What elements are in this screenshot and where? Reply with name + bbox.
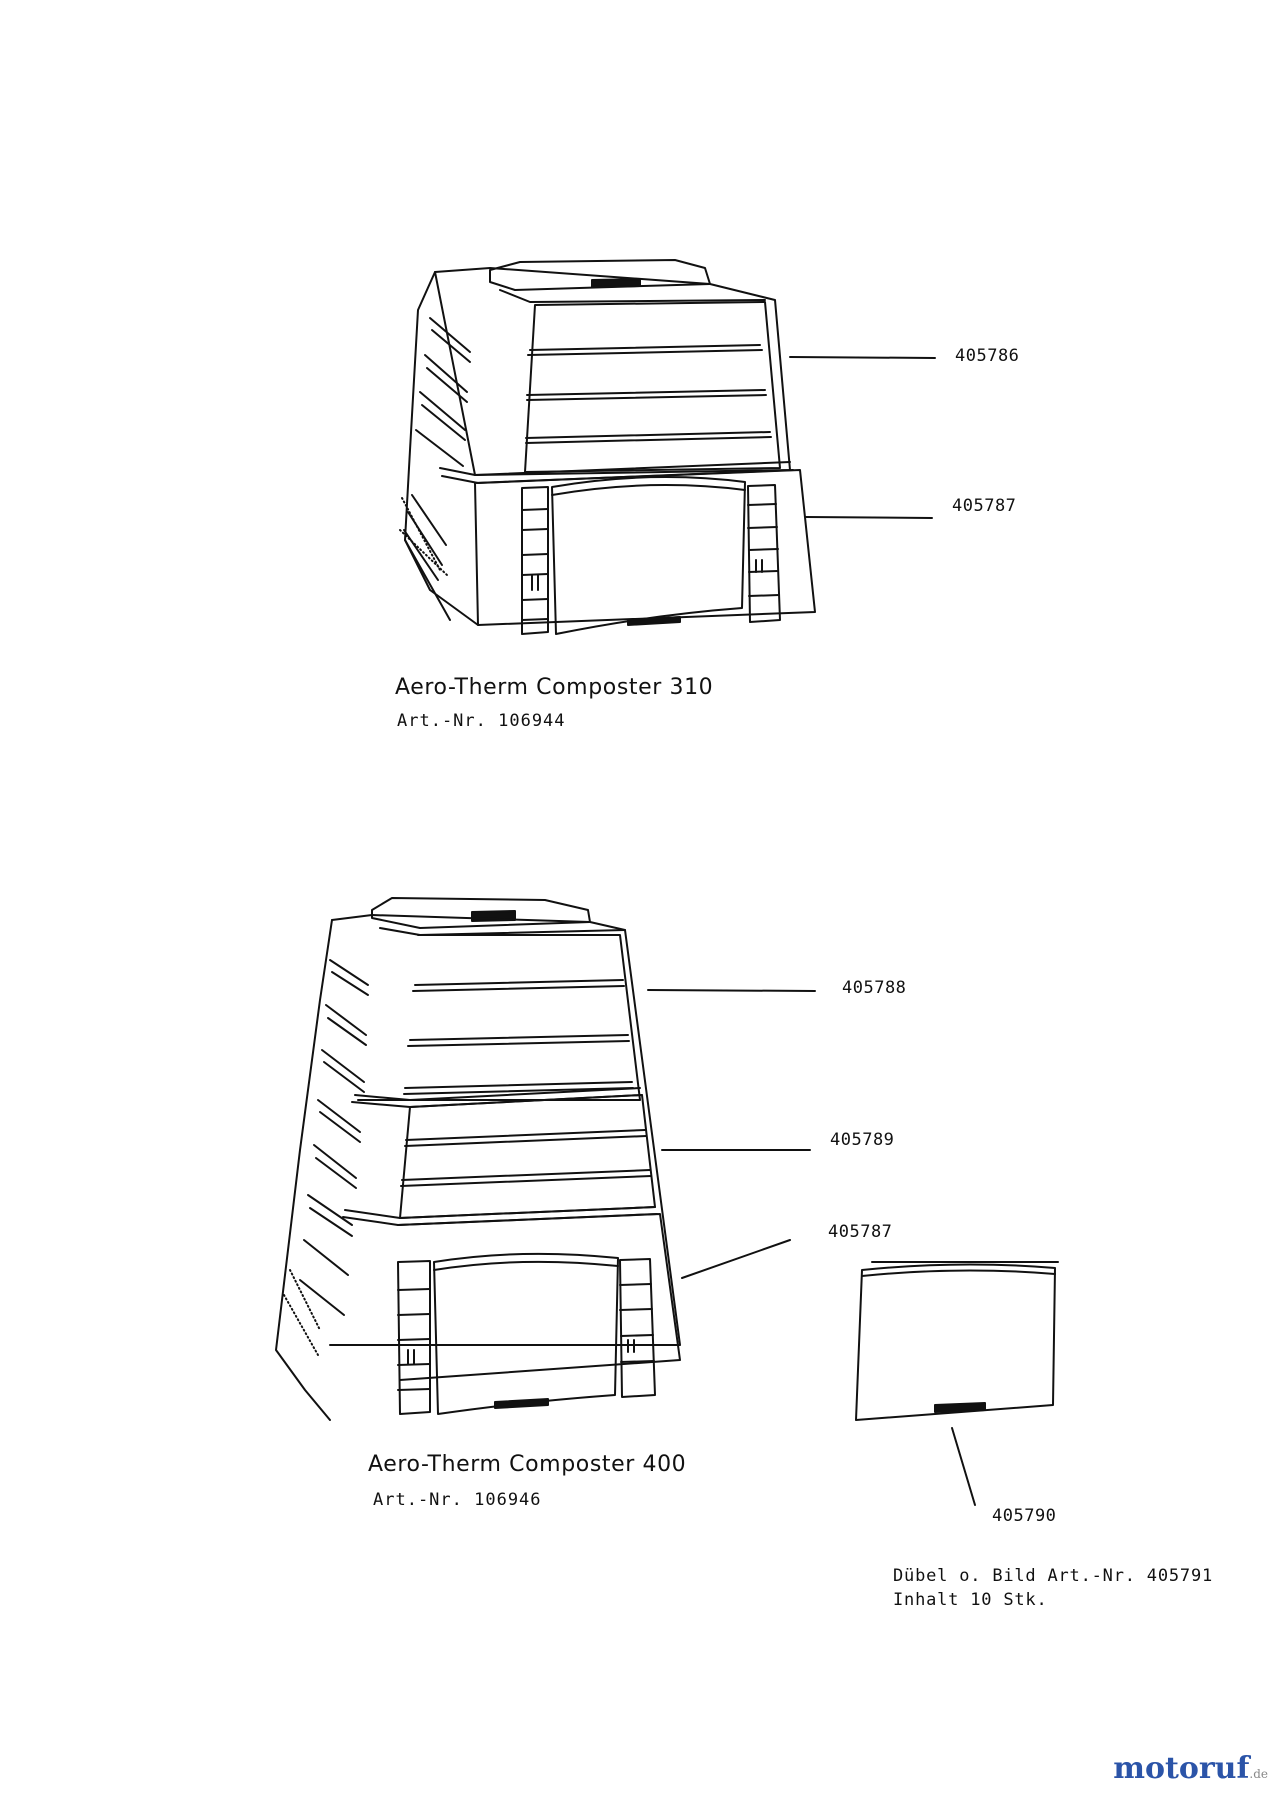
part-number-label: 405786 <box>955 346 1020 366</box>
composter-310-drawing <box>399 259 936 635</box>
logo-text: motoruf <box>1113 1751 1250 1786</box>
dowel-note: Dübel o. Bild Art.-Nr. 405791 Inhalt 10 … <box>893 1564 1213 1612</box>
composter-400-drawing <box>275 897 816 1421</box>
part-number-label: 405789 <box>830 1130 895 1150</box>
part-number-label: 405788 <box>842 978 907 998</box>
dowel-note-line: Inhalt 10 Stk. <box>893 1590 1048 1610</box>
door-part-drawing <box>855 1261 1059 1506</box>
composter-310-art-nr: Art.-Nr. 106944 <box>397 711 566 731</box>
part-number-label: 405787 <box>952 496 1017 516</box>
part-number-label: 405790 <box>992 1506 1057 1526</box>
motoruf-logo: motoruf.de <box>1113 1751 1268 1786</box>
part-number-label: 405787 <box>828 1222 893 1242</box>
composter-310-title: Aero-Therm Composter 310 <box>395 675 714 700</box>
dowel-note-line: Dübel o. Bild Art.-Nr. 405791 <box>893 1566 1214 1586</box>
logo-suffix: .de <box>1249 1767 1268 1781</box>
composter-400-art-nr: Art.-Nr. 106946 <box>373 1490 542 1510</box>
composter-400-title: Aero-Therm Composter 400 <box>368 1452 687 1477</box>
